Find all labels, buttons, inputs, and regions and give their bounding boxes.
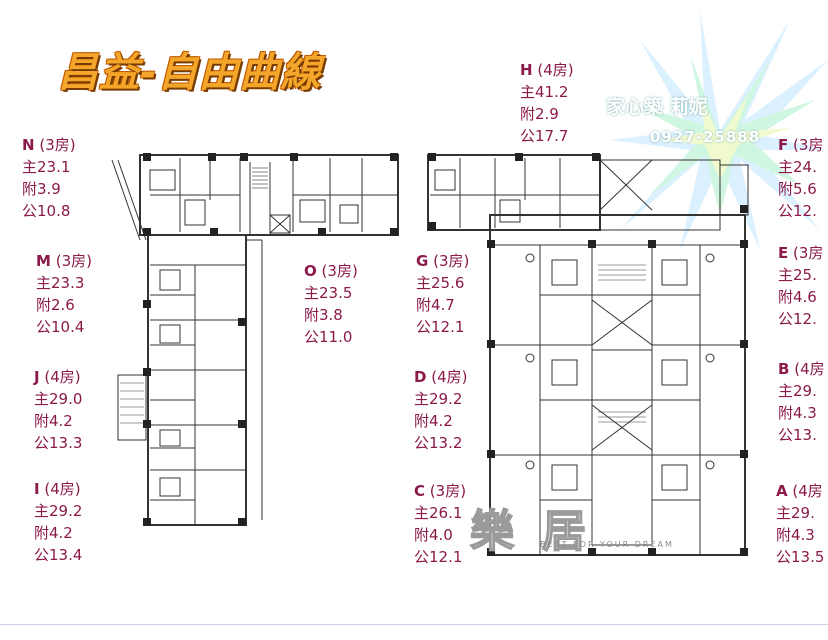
- brand-watermark: 樂居: [469, 505, 614, 558]
- left-building: [111, 154, 399, 526]
- agent-watermark: 家心築 莉妮: [606, 96, 708, 118]
- page-bottom-border: [0, 624, 828, 625]
- phone-watermark: 0927-25888: [650, 128, 761, 146]
- brand-subtitle-watermark: BEST FOR YOUR DREAM: [540, 540, 674, 549]
- starburst-watermark: [610, 10, 828, 250]
- right-building: [427, 154, 749, 556]
- right-building-columns: [428, 153, 748, 556]
- left-building-columns: [143, 153, 398, 526]
- page-title: 昌益-自由曲線: [58, 50, 322, 96]
